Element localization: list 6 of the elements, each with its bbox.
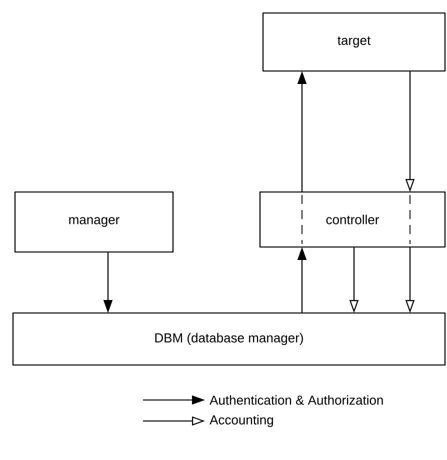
process-box: controller bbox=[259, 191, 446, 248]
legend-text: Authentication & Authorization bbox=[210, 395, 383, 405]
process-box: manager bbox=[14, 191, 174, 253]
legend-text: Accounting bbox=[210, 414, 274, 428]
process-box: target bbox=[262, 12, 446, 72]
process-box: DBM (database manager) bbox=[12, 312, 446, 366]
